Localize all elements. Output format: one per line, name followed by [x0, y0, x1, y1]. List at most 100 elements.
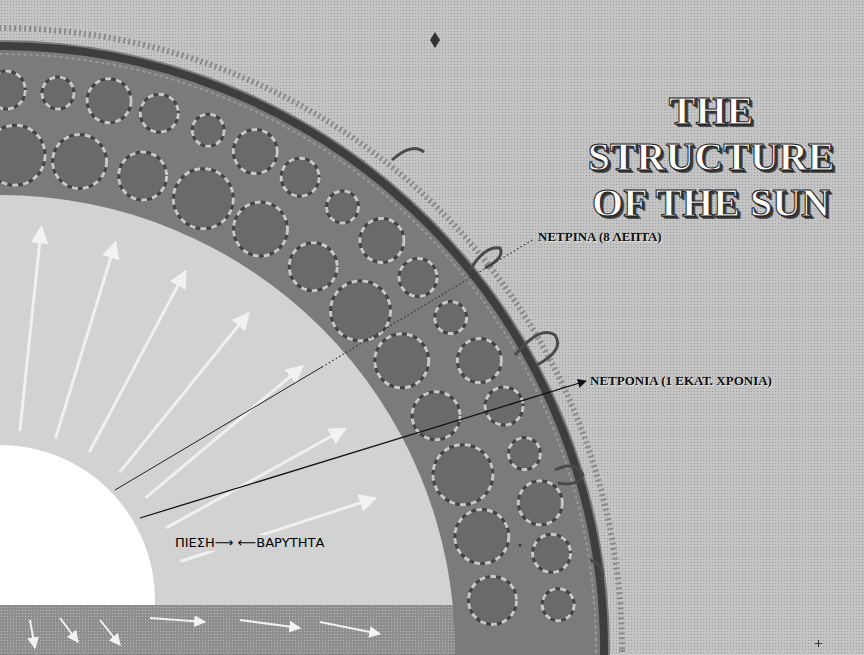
- radiation-arrow: [89, 271, 185, 452]
- cell-outline: [399, 258, 437, 296]
- cell-body: [87, 79, 131, 123]
- convection-cell: [289, 243, 337, 291]
- cell-body: [42, 77, 74, 109]
- radiation-arrows: [20, 227, 376, 561]
- cell-outline: [508, 438, 540, 470]
- cell-outline: [140, 94, 178, 132]
- cell-outline: [533, 534, 571, 572]
- photon-leader: [140, 381, 586, 518]
- cell-body: [455, 510, 509, 564]
- cell-body: [399, 258, 437, 296]
- prominences: [392, 148, 603, 580]
- pressure-gravity-label: ΠΙΕΣΗ⟶ ⟵ΒΑΡΥΤΗΤΑ: [172, 535, 327, 551]
- band-arrow: [30, 620, 35, 648]
- cell-outline: [0, 71, 25, 109]
- convection-cell: [0, 71, 25, 109]
- cell-body: [192, 114, 224, 146]
- convection-cell: [375, 334, 429, 388]
- convection-cell: [233, 202, 287, 256]
- cell-outline: [192, 114, 224, 146]
- cell-outline: [331, 281, 391, 341]
- convection-cell: [469, 576, 517, 624]
- convection-cell: [140, 94, 178, 132]
- prominence: [470, 248, 501, 270]
- photon-label: ΝΕΤΡΟΝΙΑ (1 ΕΚΑΤ. ΧΡΟΝΙΑ): [590, 373, 772, 389]
- radiation-arrow: [20, 227, 41, 431]
- prominence: [515, 333, 558, 366]
- cell-outline: [0, 125, 45, 185]
- convection-cell: [533, 534, 571, 572]
- cell-outline: [233, 202, 287, 256]
- band-arrow: [60, 618, 78, 642]
- band-arrows: [30, 618, 380, 648]
- cell-outline: [233, 130, 277, 174]
- cell-outline: [42, 77, 74, 109]
- cell-body: [433, 445, 493, 505]
- prominence: [555, 466, 583, 484]
- star: [815, 643, 822, 644]
- convection-cell: [518, 481, 562, 525]
- convection-cell: [53, 134, 107, 188]
- band-arrow: [320, 622, 380, 634]
- convection-cell: [281, 158, 319, 196]
- cell-body: [0, 125, 45, 185]
- prominence: [392, 148, 424, 160]
- cell-body: [533, 534, 571, 572]
- cell-outline: [375, 334, 429, 388]
- title: THE STRUCTURE OF THE SUN: [580, 88, 842, 226]
- photosphere: [0, 46, 604, 655]
- convection-cell: [508, 438, 540, 470]
- convection-cell: [42, 77, 74, 109]
- cell-body: [435, 302, 467, 334]
- convection-cell: [455, 510, 509, 564]
- convection-cell: [0, 125, 45, 185]
- convection-zone: [0, 40, 610, 655]
- convection-cell: [360, 218, 404, 262]
- cell-body: [233, 202, 287, 256]
- cell-body: [281, 158, 319, 196]
- photosphere-inner: [0, 54, 596, 655]
- convection-cell: [119, 152, 167, 200]
- cell-body: [119, 152, 167, 200]
- cell-outline: [119, 152, 167, 200]
- convection-cell: [399, 258, 437, 296]
- band-arrow: [150, 618, 205, 622]
- cell-outline: [327, 191, 359, 223]
- cell-outline: [173, 169, 233, 229]
- cell-body: [518, 481, 562, 525]
- cell-outline: [87, 79, 131, 123]
- leader-lines: [115, 239, 586, 518]
- radiation-arrow: [56, 242, 116, 438]
- neutrino-label: ΝΕΤΡΙΝΑ (8 ΛΕΠΤΑ): [538, 229, 662, 245]
- prominence: [590, 560, 603, 580]
- cell-outline: [469, 576, 517, 624]
- radiation-arrow: [146, 366, 303, 498]
- cell-body: [53, 134, 107, 188]
- convection-cell: [173, 169, 233, 229]
- cell-outline: [435, 302, 467, 334]
- cell-outline: [53, 134, 107, 188]
- cell-body: [327, 191, 359, 223]
- convection-cell: [457, 339, 501, 383]
- stars: [430, 32, 822, 647]
- cell-body: [0, 71, 25, 109]
- cell-outline: [289, 243, 337, 291]
- convection-cell: [435, 302, 467, 334]
- cell-outline: [433, 445, 493, 505]
- convection-cell: [542, 589, 574, 621]
- cell-body: [173, 169, 233, 229]
- convection-cell: [233, 130, 277, 174]
- cell-outline: [457, 339, 501, 383]
- band-arrow: [100, 620, 120, 645]
- cell-body: [469, 576, 517, 624]
- convection-cell: [433, 445, 493, 505]
- cell-body: [140, 94, 178, 132]
- cell-outline: [281, 158, 319, 196]
- cell-body: [508, 438, 540, 470]
- star: [430, 32, 440, 48]
- convection-cell: [192, 114, 224, 146]
- cell-body: [289, 243, 337, 291]
- cell-outline: [455, 510, 509, 564]
- convection-cell: [327, 191, 359, 223]
